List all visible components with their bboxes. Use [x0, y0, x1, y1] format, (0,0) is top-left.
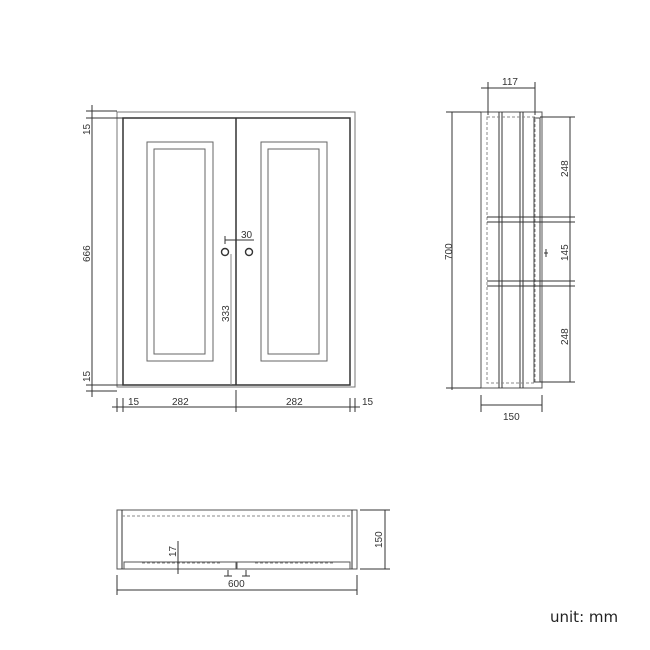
- dim-door-thickness: 17: [168, 545, 179, 557]
- dim-left-door-width: 282: [172, 397, 189, 408]
- dim-right-door-width: 282: [286, 397, 303, 408]
- dim-handle-gap: 30: [241, 230, 253, 241]
- dim-bottom-rail: 15: [82, 370, 93, 382]
- top-view: [116, 509, 390, 595]
- dim-total-width: 600: [228, 579, 245, 590]
- dim-right-side: 15: [362, 397, 374, 408]
- dim-bottom-compartment: 248: [560, 328, 571, 345]
- dim-total-depth: 150: [503, 412, 520, 423]
- unit-label: unit: mm: [550, 608, 619, 626]
- dim-handle-height: 333: [221, 305, 232, 322]
- dim-top-depth: 150: [374, 531, 385, 548]
- dim-top-rail: 15: [82, 123, 93, 135]
- dim-door-height: 666: [82, 245, 93, 262]
- dim-total-height: 700: [444, 243, 455, 260]
- dim-middle-compartment: 145: [560, 244, 571, 261]
- dim-inner-depth: 117: [502, 77, 518, 88]
- front-view: [86, 105, 360, 412]
- dim-left-side: 15: [128, 397, 140, 408]
- dim-top-compartment: 248: [560, 160, 571, 177]
- side-view: [446, 82, 575, 412]
